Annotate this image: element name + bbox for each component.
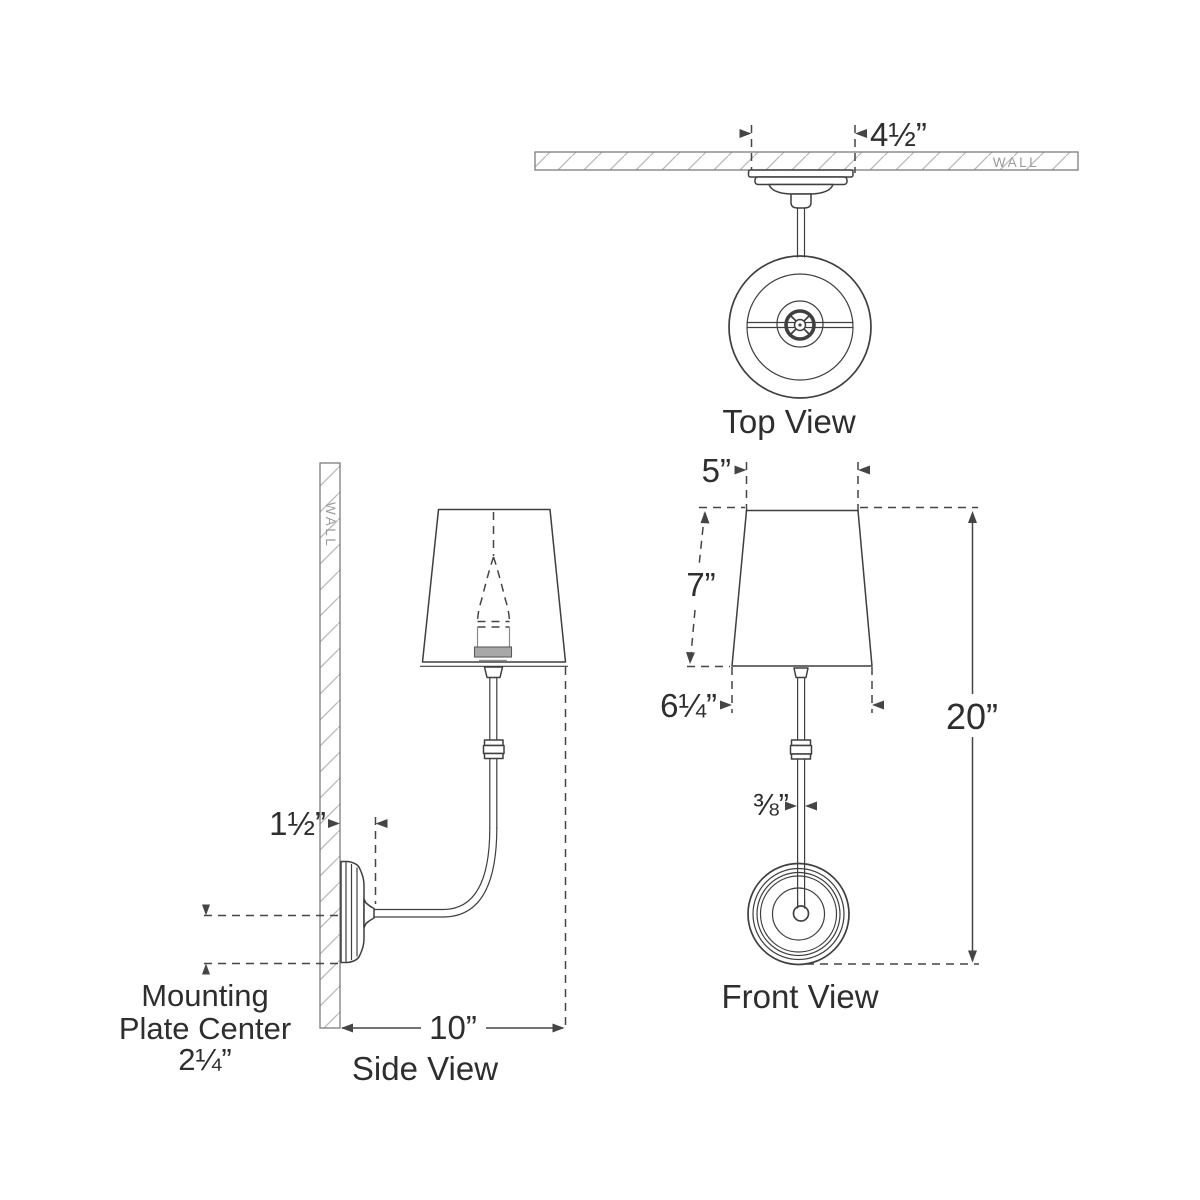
dimension-line: [698, 512, 706, 567]
mounting-note-line2: Plate Center: [119, 1011, 291, 1046]
socket-ring: [776, 300, 824, 348]
top-view: WALL 4½” Top View: [534, 116, 1079, 440]
coupler-cap: [483, 752, 504, 760]
arrowhead-left: [858, 465, 870, 475]
dim-shade-top-label: 5”: [702, 452, 731, 489]
coupler-cap: [790, 753, 812, 760]
arrowhead-right: [785, 801, 797, 811]
coupler-body: [789, 744, 813, 755]
hidden-candle-outline: [492, 556, 511, 622]
side-view: WALL 1½”: [119, 462, 569, 1087]
socket-cup-front: [793, 667, 809, 679]
arrowhead-right: [739, 129, 752, 138]
arrowhead-down: [686, 652, 695, 664]
backplate-tier-3: [768, 183, 834, 195]
socket-cup-side: [483, 666, 504, 679]
arrowhead-down: [968, 950, 977, 963]
mounting-plate-profile: [340, 860, 365, 964]
backplate-tier-2: [754, 176, 848, 186]
backplate-ring: [771, 887, 826, 941]
top-view-label: Top View: [722, 403, 855, 440]
arrowhead-right: [720, 700, 732, 710]
shade-side: [421, 508, 567, 663]
wall-label-top: WALL: [993, 155, 1039, 170]
arrowhead-left: [805, 801, 817, 811]
plate-neck: [363, 898, 375, 929]
front-view: 5” 7” 6¼” ⅜”: [660, 452, 998, 1015]
wall-label-side: WALL: [323, 502, 338, 548]
socket-band: [473, 646, 513, 658]
coupler-body: [482, 744, 505, 755]
arrowhead-up: [202, 963, 210, 975]
dim-shade-bottom-label: 6¼”: [660, 687, 717, 724]
arrowhead-up: [700, 511, 710, 524]
dim-shade-height-label: 7”: [686, 566, 715, 603]
backplate-ring: [756, 871, 841, 957]
mounting-note-line1: Mounting: [141, 978, 269, 1013]
stem-hub: [792, 905, 810, 922]
arrowhead-up: [968, 511, 977, 523]
dim-overall-height-label: 20”: [946, 696, 998, 737]
coupler-cap: [483, 739, 504, 747]
dim-wall-offset-label: 1½”: [269, 805, 326, 842]
mounting-note-line3: 2¼”: [178, 1042, 231, 1077]
backplate-neck: [790, 193, 812, 209]
backplate-ring: [752, 867, 845, 961]
dim-stem-width-label: ⅜”: [753, 787, 789, 822]
side-view-label: Side View: [352, 1050, 498, 1087]
arm-curve-inner: [373, 827, 491, 911]
dim-projection-label: 10”: [429, 1009, 477, 1046]
arrowhead-right: [552, 1023, 565, 1033]
shade-outer-rim: [728, 255, 872, 399]
backplate-tier-1: [747, 169, 854, 178]
arrowhead-down: [202, 904, 210, 916]
socket-body: [784, 309, 816, 341]
wall-section-side: [319, 462, 341, 1029]
hidden-candle-outline: [476, 556, 495, 622]
arrowhead-right: [328, 819, 340, 828]
backplate-ring: [747, 862, 850, 966]
dim-backplate-width-label: 4½”: [870, 116, 927, 153]
arm-curve-outer: [373, 827, 498, 918]
arrowhead-left: [855, 129, 867, 138]
coupler-cap: [790, 739, 812, 747]
front-view-label: Front View: [721, 978, 878, 1015]
socket-center-dot: [798, 323, 802, 327]
arrowhead-left: [872, 700, 884, 710]
shade-front: [731, 509, 873, 667]
arrowhead-left: [375, 819, 388, 828]
arrowhead-right: [734, 465, 747, 475]
backplate-ring: [759, 875, 838, 953]
arrowhead-left: [341, 1023, 353, 1033]
